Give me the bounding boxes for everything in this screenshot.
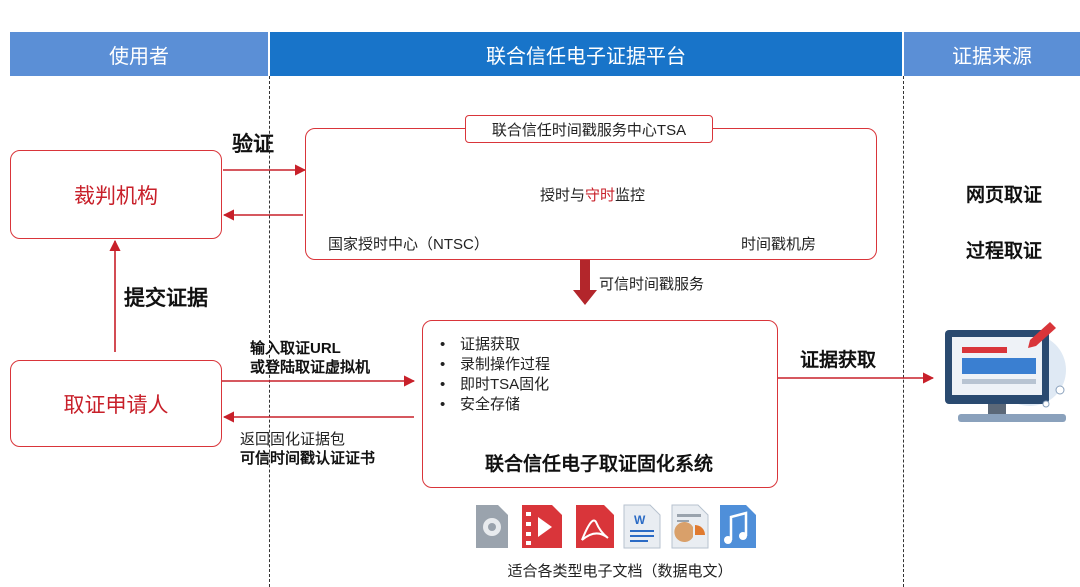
header-users-label: 使用者	[109, 45, 169, 68]
return-package-label: 返回固化证据包	[240, 431, 346, 448]
monitor-label: 授时与守时监控	[540, 184, 645, 205]
monitor-label-suffix: 监控	[615, 187, 646, 204]
return-cert-label: 可信时间戳认证证书	[240, 450, 376, 467]
evidence-monitor-icon	[945, 322, 1066, 422]
court-label: 裁判机构	[74, 184, 158, 208]
court-box: 裁判机构	[10, 150, 222, 239]
slides-file-icon	[671, 504, 709, 549]
ntsc-label: 国家授时中心（NTSC）	[328, 236, 489, 253]
monitor-label-prefix: 授时与	[540, 187, 586, 204]
feature-item: 即时TSA固化	[436, 375, 550, 395]
monitor-label-highlight: 守时	[585, 187, 616, 204]
feature-item: 证据获取	[436, 335, 550, 355]
pdf-file-icon	[576, 505, 614, 548]
audio-file-icon	[720, 505, 756, 548]
header-platform-label: 联合信任电子证据平台	[486, 45, 686, 68]
applicant-label: 取证申请人	[63, 393, 169, 417]
evidence-fetch-label: 证据获取	[800, 350, 877, 371]
server-room-label: 时间戳机房	[741, 236, 817, 253]
doc-types-caption: 适合各类型电子文档（数据电文）	[507, 563, 733, 580]
tsa-title: 联合信任时间戳服务中心TSA	[465, 115, 713, 143]
header-platform: 联合信任电子证据平台	[270, 32, 902, 76]
header-users: 使用者	[10, 32, 268, 76]
word-file-icon: W	[623, 504, 661, 549]
column-divider-left	[269, 76, 270, 587]
system-feature-list: 证据获取 录制操作过程 即时TSA固化 安全存储	[436, 335, 550, 415]
settings-file-icon	[476, 505, 508, 548]
column-divider-right	[903, 76, 904, 587]
verify-label: 验证	[232, 133, 274, 156]
feature-item: 安全存储	[436, 395, 550, 415]
tsa-title-text: 联合信任时间戳服务中心TSA	[491, 121, 687, 139]
feature-item: 录制操作过程	[436, 355, 550, 375]
arrow-tsa-to-system	[573, 260, 597, 305]
video-file-icon	[522, 505, 562, 548]
svg-text:W: W	[634, 513, 646, 527]
applicant-box: 取证申请人	[10, 360, 222, 447]
input-url-label: 输入取证URL	[250, 340, 341, 357]
submit-evidence-label: 提交证据	[124, 287, 208, 310]
header-sources-label: 证据来源	[952, 45, 1032, 68]
trusted-ts-service-label: 可信时间戳服务	[599, 276, 705, 293]
header-sources: 证据来源	[904, 32, 1080, 76]
web-evidence-label: 网页取证	[966, 185, 1043, 206]
login-vm-label: 或登陆取证虚拟机	[250, 359, 371, 376]
system-name: 联合信任电子取证固化系统	[484, 454, 713, 475]
process-evidence-label: 过程取证	[966, 241, 1043, 262]
